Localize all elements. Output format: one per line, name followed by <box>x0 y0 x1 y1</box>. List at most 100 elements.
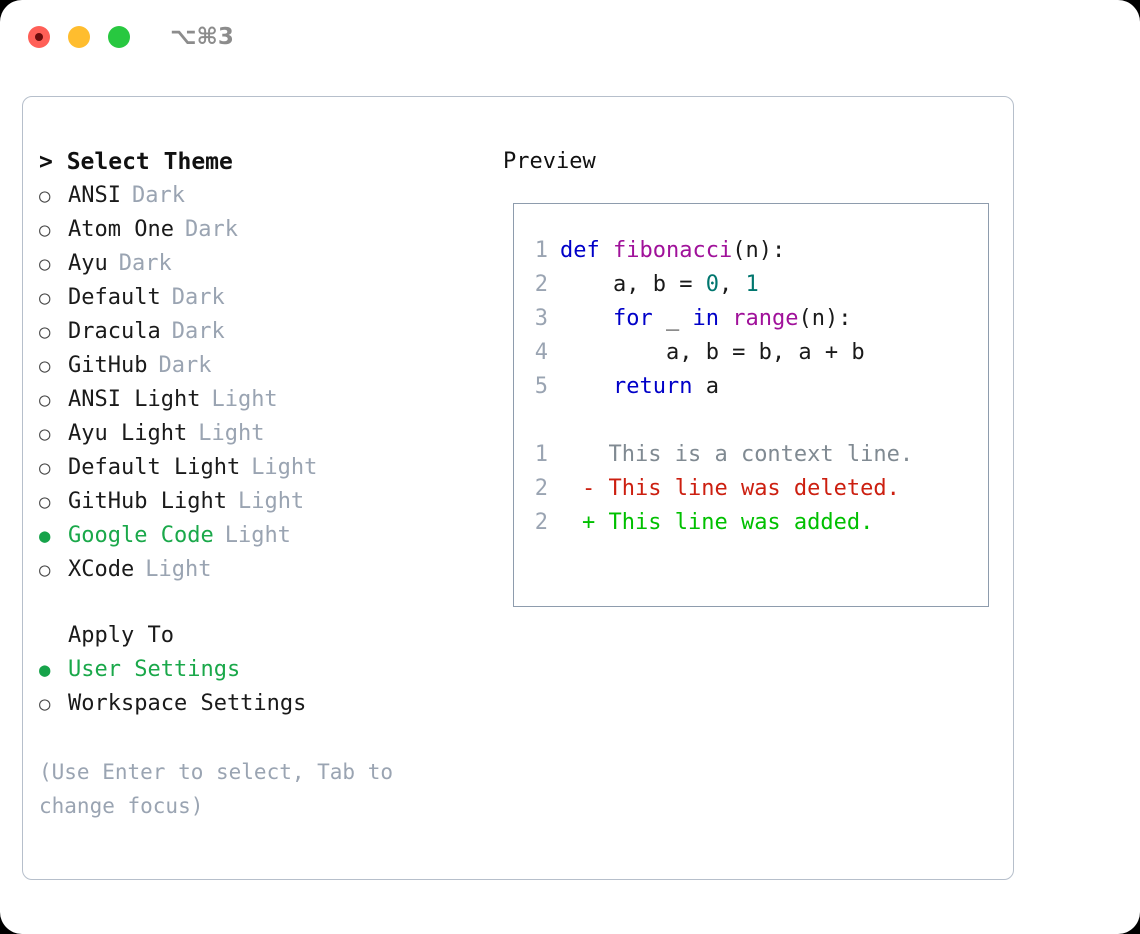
theme-option-label: XCode <box>68 557 135 582</box>
code-line: 2 a, b = 0, 1 <box>514 268 988 302</box>
theme-option-label: Atom One <box>68 217 174 242</box>
close-button[interactable] <box>28 26 50 48</box>
theme-option-label: ANSI <box>68 183 121 208</box>
radio-unselected-icon: ○ <box>39 491 51 513</box>
theme-variant-tag: Light <box>237 489 305 514</box>
theme-variant-tag: Dark <box>171 319 225 344</box>
title-bar: ⌥⌘3 <box>0 0 1140 76</box>
line-number: 2 <box>534 272 548 297</box>
code-token-pl <box>560 374 613 399</box>
radio-selected-icon: ● <box>39 525 51 547</box>
line-number: 4 <box>534 340 548 365</box>
diff-marker: + <box>582 510 596 535</box>
diff-line-del: 2 - This line was deleted. <box>514 472 988 506</box>
theme-variant-tag: Dark <box>171 285 225 310</box>
diff-line-add: 2 + This line was added. <box>514 506 988 540</box>
line-number: 1 <box>534 238 548 263</box>
theme-option-ayu[interactable]: ○ Ayu Dark <box>39 247 485 281</box>
keyboard-hint-text: (Use Enter to select, Tab to change focu… <box>39 760 406 818</box>
theme-option-label: Google Code <box>68 523 214 548</box>
theme-variant-tag: Light <box>145 557 212 582</box>
theme-option-label: Default Light <box>68 455 241 480</box>
code-token-fn: range <box>732 306 799 331</box>
apply-to-list[interactable]: ●User Settings○Workspace Settings <box>39 653 485 721</box>
preview-title: Preview <box>503 149 596 174</box>
radio-unselected-icon: ○ <box>39 185 51 207</box>
code-token-pl <box>560 306 613 331</box>
theme-variant-tag: Dark <box>131 183 185 208</box>
theme-option-label: Default <box>68 285 161 310</box>
theme-variant-tag: Dark <box>184 217 238 242</box>
apply-to-option-label: User Settings <box>68 657 241 682</box>
apply-to-option-label: Workspace Settings <box>68 691 307 716</box>
apply-to-option-user-settings[interactable]: ●User Settings <box>39 653 485 687</box>
theme-option-label: Ayu <box>68 251 108 276</box>
code-token-pl: a <box>692 374 719 399</box>
line-number: 2 <box>534 476 548 501</box>
code-token-num: 1 <box>745 272 759 297</box>
diff-sample: 1 This is a context line. 2 - This line wa… <box>514 438 988 540</box>
theme-option-google-code[interactable]: ● Google Code Light <box>39 519 485 553</box>
code-token-kw: for <box>612 306 653 331</box>
theme-variant-tag: Light <box>251 455 318 480</box>
theme-option-ansi[interactable]: ○ ANSI Dark <box>39 179 485 213</box>
theme-variant-tag: Light <box>198 421 265 446</box>
radio-unselected-icon: ○ <box>39 423 51 445</box>
theme-option-label: Dracula <box>68 319 161 344</box>
code-token-num: 0 <box>705 272 719 297</box>
theme-variant-tag: Light <box>224 523 291 548</box>
code-line: 1 def fibonacci(n): <box>514 234 988 268</box>
theme-variant-tag: Dark <box>158 353 212 378</box>
theme-variant-tag: Light <box>211 387 278 412</box>
diff-text: This line was added. <box>595 510 874 535</box>
code-token-kw: return <box>612 374 693 399</box>
code-token-fn: fibonacci <box>612 238 733 263</box>
apply-to-section: Apply To ●User Settings○Workspace Settin… <box>39 619 485 721</box>
theme-option-label: ANSI Light <box>68 387 201 412</box>
line-number: 5 <box>534 374 548 399</box>
code-token-kw: def <box>560 238 613 263</box>
diff-marker <box>560 438 595 472</box>
diff-text: This line was deleted. <box>595 476 900 501</box>
theme-option-xcode[interactable]: ○ XCode Light <box>39 553 485 587</box>
code-text: for _ in range(n): <box>560 302 851 336</box>
theme-variant-tag: Dark <box>118 251 172 276</box>
diff-line-ctx: 1 This is a context line. <box>514 438 988 472</box>
radio-unselected-icon: ○ <box>39 253 51 275</box>
code-text: a, b = 0, 1 <box>560 268 759 302</box>
line-number: 2 <box>534 510 548 535</box>
apply-to-header: Apply To <box>68 623 174 648</box>
line-number: 1 <box>534 442 548 467</box>
code-line: 4 a, b = b, a + b <box>514 336 988 370</box>
radio-unselected-icon: ○ <box>39 287 51 309</box>
radio-unselected-icon: ○ <box>39 457 51 479</box>
theme-option-github-light[interactable]: ○ GitHub Light Light <box>39 485 485 519</box>
radio-unselected-icon: ○ <box>39 559 51 581</box>
apply-to-option-workspace-settings[interactable]: ○Workspace Settings <box>39 687 485 721</box>
theme-option-dracula[interactable]: ○ Dracula Dark <box>39 315 485 349</box>
minimize-button[interactable] <box>68 26 90 48</box>
keyboard-shortcut-label: ⌥⌘3 <box>170 24 234 50</box>
theme-option-label: GitHub Light <box>68 489 227 514</box>
diff-marker: - <box>582 476 596 501</box>
radio-unselected-icon: ○ <box>39 321 51 343</box>
code-text: a, b = b, a + b <box>560 336 865 370</box>
code-token-pl: (n): <box>732 238 786 263</box>
code-token-pl: a, b = <box>560 272 706 297</box>
window-controls <box>28 26 130 48</box>
code-token-pl: (n): <box>798 306 852 331</box>
code-token-pl: a, b = b, a + b <box>560 340 865 365</box>
code-token-kw: in <box>692 306 719 331</box>
theme-option-default-light[interactable]: ○ Default Light Light <box>39 451 485 485</box>
maximize-button[interactable] <box>108 26 130 48</box>
radio-unselected-icon: ○ <box>39 355 51 377</box>
code-text: return a <box>560 370 719 404</box>
theme-option-default[interactable]: ○ Default Dark <box>39 281 485 315</box>
